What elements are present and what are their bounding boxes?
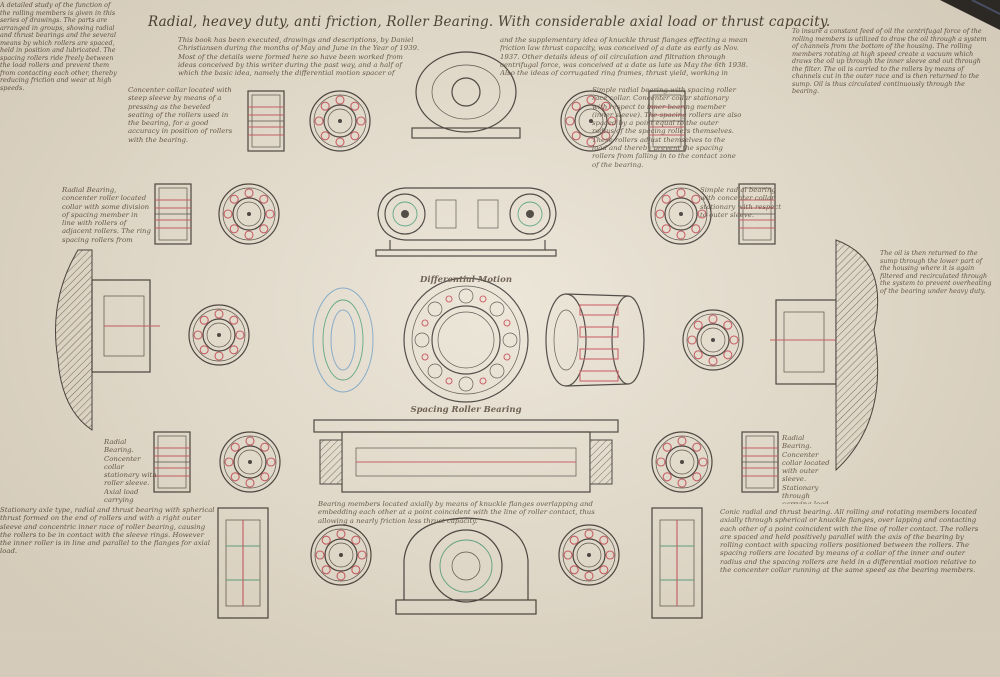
housing-top [411,51,521,139]
caption-radial-bearing-left: Radial Bearing, concenter roller located… [62,186,151,244]
bearing-face-3 [218,183,280,245]
wheel-section-right [770,239,879,472]
wheel-section-left [55,249,160,431]
document-title: Radial, heavey duty, anti friction, Roll… [148,14,831,30]
caption-intro-left: This book has been executed, drawings an… [178,36,420,76]
caption-simple-radial-top: Simple radial bearing with spacing rolle… [592,86,742,168]
differential-bearing-main [403,277,529,403]
bearing-face-8 [651,431,713,493]
label-differential-motion: Differential Motion [419,275,512,285]
caption-intro-right: and the supplementary idea of knuckle th… [500,36,748,76]
bearing-assembly-bottom-right [651,507,703,619]
housing-bottom [395,517,537,615]
bearing-face-1 [309,90,371,152]
bearing-side-1 [247,90,285,152]
bearing-side-5 [153,431,191,493]
bearing-assembly-bottom-left [217,507,269,619]
caption-concenter-collar: Concenter collar located with steep slee… [128,86,233,144]
bearing-face-6 [682,309,744,371]
caption-bearing-members: Bearing members located axially by means… [318,500,595,525]
axle-truck-drawing [375,187,557,257]
bearing-side-3 [154,183,192,245]
caption-simple-radial-outer: Simple radial bearing with concenter col… [700,186,781,219]
caption-right-middle: The oil is then returned to the sump thr… [880,250,992,295]
photo-corner [940,0,1000,30]
bearing-face-9 [310,524,372,586]
caption-radial-bearing-low-right: Radial Bearing. Concenter collar located… [782,434,830,504]
bearing-face-5 [188,304,250,366]
caption-radial-bearing-low-left: Radial Bearing. Concenter collar station… [104,438,157,504]
caption-left-column: A detailed study of the function of the … [0,2,117,92]
bearing-face-10 [558,524,620,586]
caption-right-top: To insure a constant feed of oil the cen… [792,28,987,95]
bearing-perspective [545,293,645,387]
spacer-ring-drawing [312,287,374,393]
axle-section-drawing [313,419,619,493]
caption-bottom-right: Conic radial and thrust bearing. All rol… [720,508,979,575]
bearing-side-6 [741,431,779,493]
label-spacing-roller-bearing: Spacing Roller Bearing [410,405,521,415]
bearing-face-7 [219,431,281,493]
caption-bottom-left: Stationary axle type, radial and thrust … [0,506,215,556]
